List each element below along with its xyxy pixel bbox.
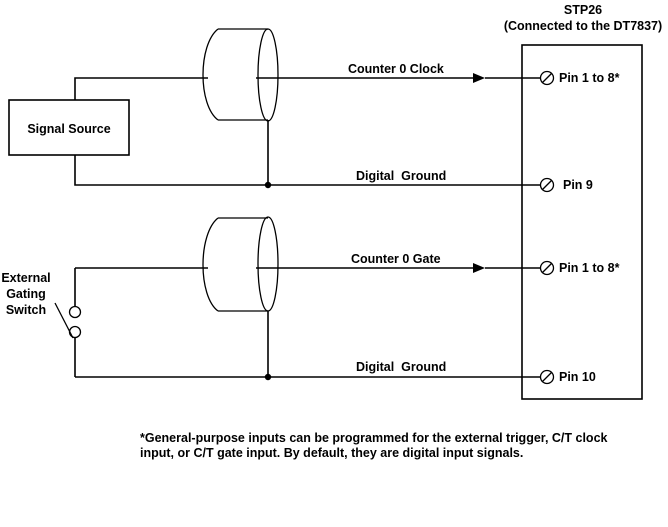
pin-label-gate: Pin 1 to 8*: [559, 261, 620, 275]
gate-circuit: [54, 216, 540, 381]
screw-terminal-icon: [539, 369, 555, 385]
wire-label-ground-1: Digital Ground: [356, 169, 446, 183]
switch-contact-top-icon: [68, 305, 82, 319]
screw-terminal-icon: [539, 70, 555, 86]
signal-source-box: [8, 99, 130, 156]
signal-source-label: Signal Source: [27, 122, 110, 136]
footnote: *General-purpose inputs can be programme…: [140, 431, 608, 460]
wire-label-ground-2: Digital Ground: [356, 360, 446, 374]
wire-label-counter-clock: Counter 0 Clock: [348, 62, 444, 76]
gate-arrow-icon: [473, 263, 485, 273]
switch-label-line-3: Switch: [6, 303, 46, 317]
switch-contact-bottom-icon: [68, 325, 82, 339]
pin-label-ground-1: Pin 9: [563, 178, 593, 192]
screw-terminal-icon: [539, 177, 555, 193]
clock-circuit: [74, 28, 540, 189]
pin-label-ground-2: Pin 10: [559, 370, 596, 384]
wire-label-counter-gate: Counter 0 Gate: [351, 252, 441, 266]
switch-label-line-2: Gating: [6, 287, 46, 301]
switch-label-line-1: External: [1, 271, 50, 285]
terminal-board-title: STP26: [564, 3, 602, 17]
switch-blade-icon: [54, 302, 74, 339]
pin-label-clock: Pin 1 to 8*: [559, 71, 620, 85]
screw-terminal-icon: [539, 260, 555, 276]
terminal-board-subtitle: (Connected to the DT7837): [504, 19, 662, 33]
terminal-board: [521, 44, 643, 400]
clock-arrow-icon: [473, 73, 485, 83]
